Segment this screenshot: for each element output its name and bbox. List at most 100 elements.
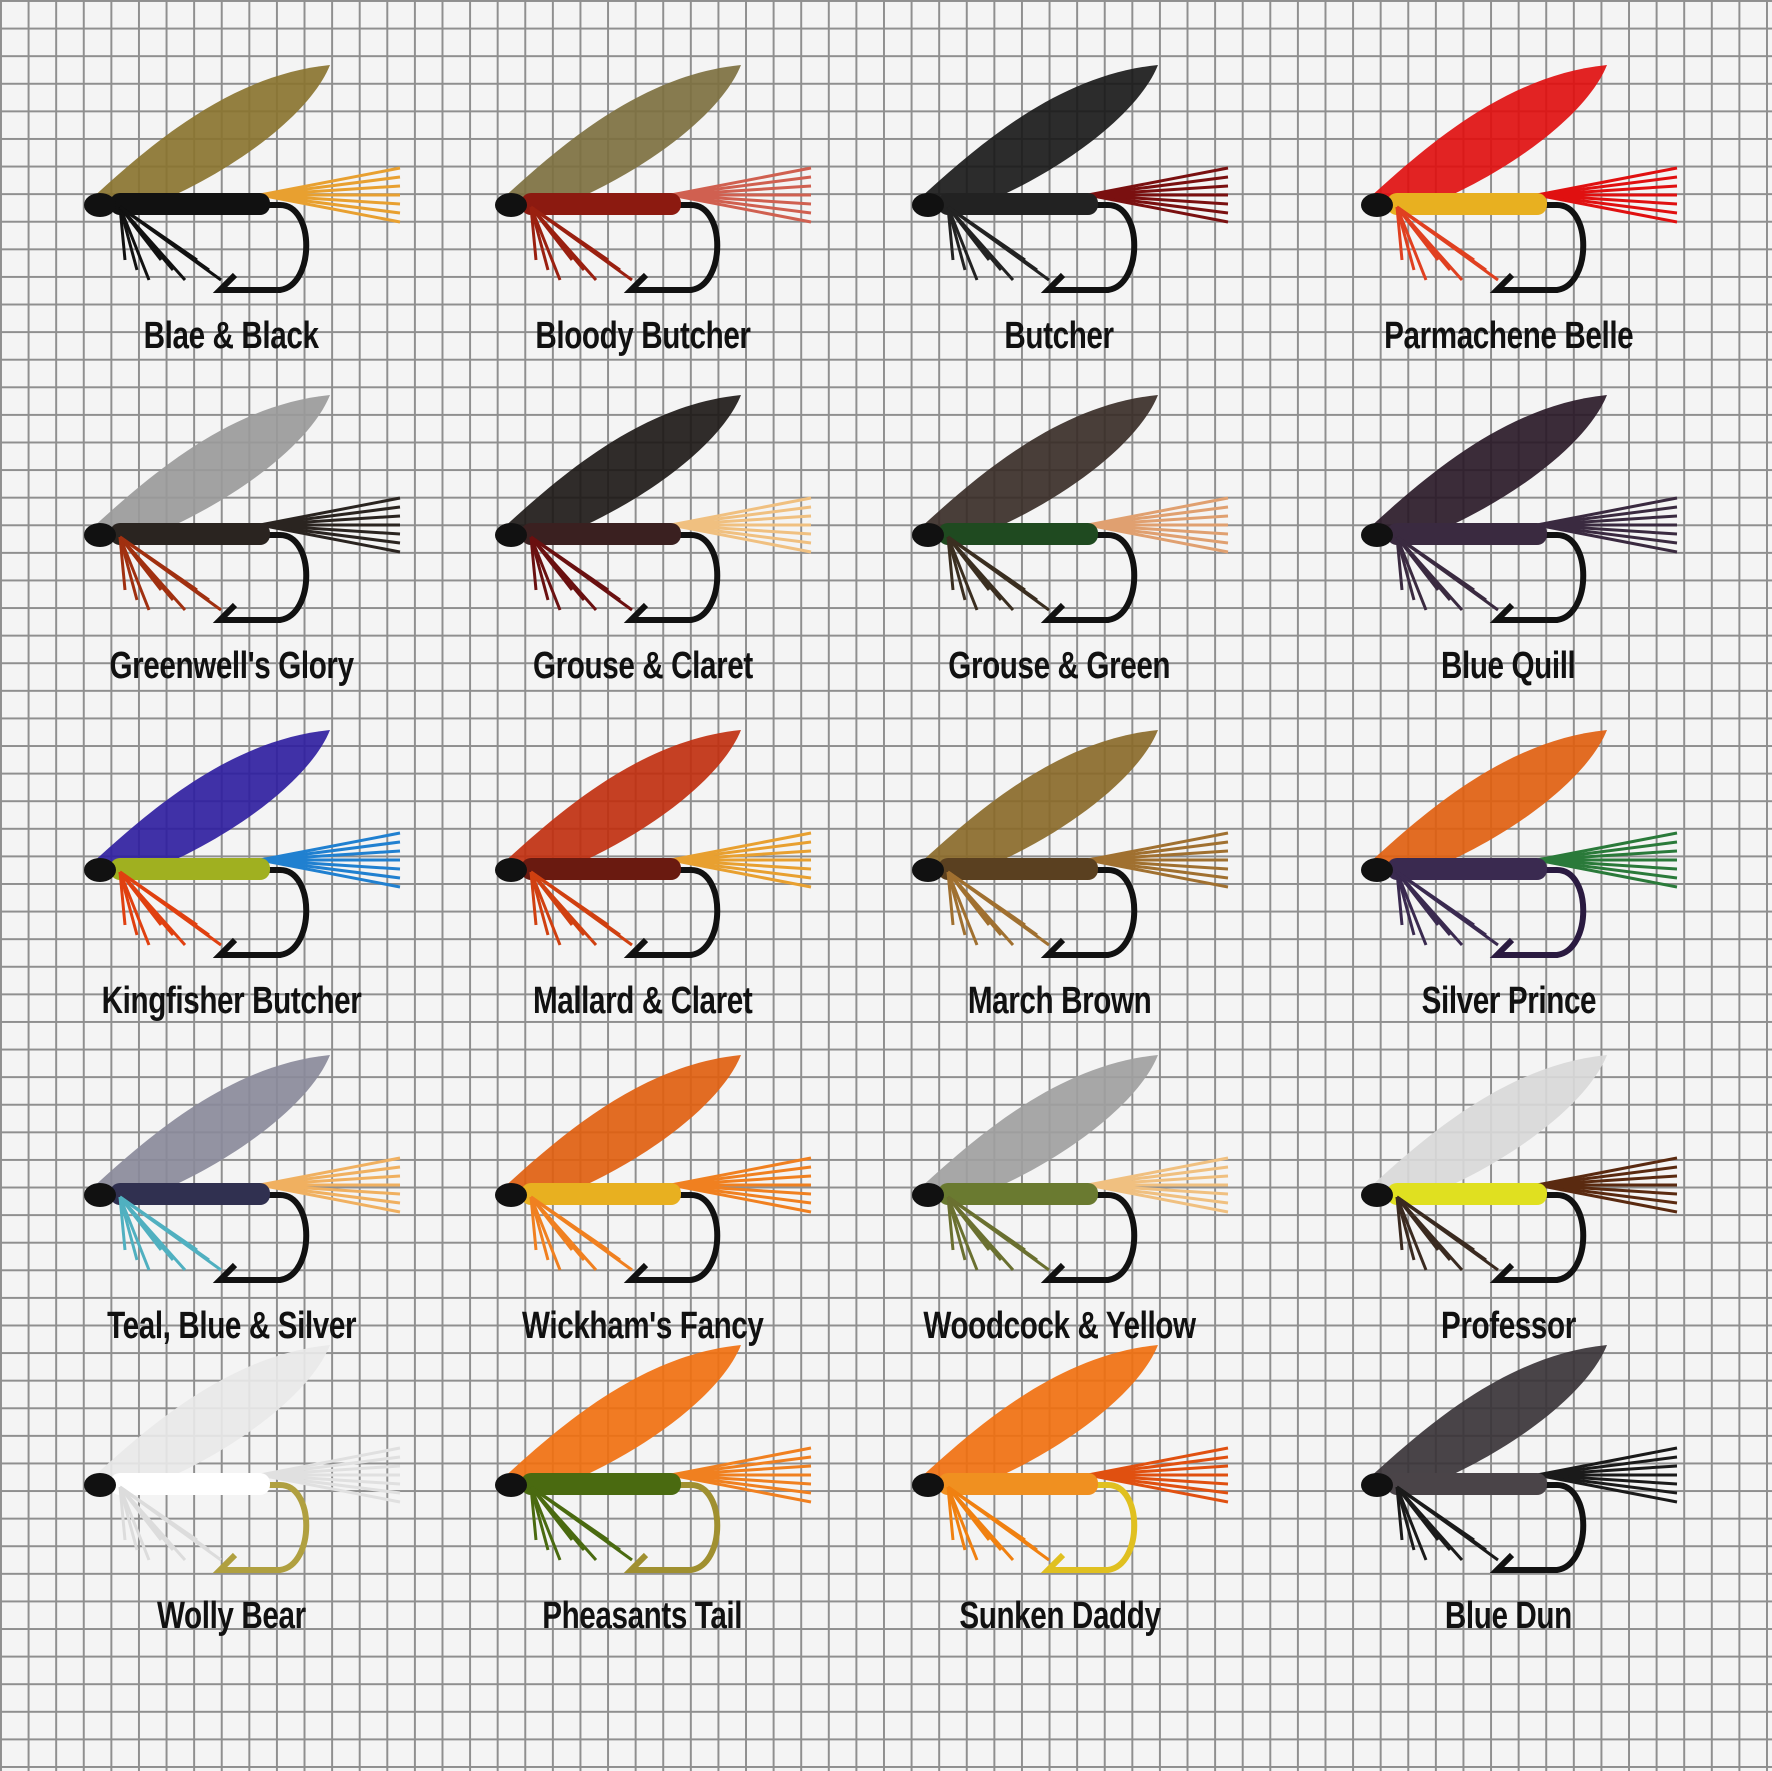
hook — [531, 1482, 721, 1573]
hook — [531, 532, 721, 623]
body — [938, 193, 1098, 215]
head — [84, 193, 116, 217]
hackle — [529, 205, 633, 282]
hackle — [1395, 1195, 1499, 1272]
hook — [531, 867, 721, 958]
fly-name-label: Wolly Bear — [10, 1595, 453, 1638]
hackle — [118, 870, 222, 947]
wing — [918, 1055, 1158, 1200]
fly-blue-dun: Blue Dun — [1287, 1305, 1730, 1637]
head — [495, 193, 527, 217]
tail — [1087, 166, 1229, 224]
fly-name: Bloody Butcher — [534, 315, 751, 357]
body — [110, 1473, 270, 1495]
fly-name-label: Kingfisher Butcher — [10, 980, 453, 1023]
fly-name-label: Silver Prince — [1287, 980, 1730, 1023]
head — [912, 1183, 944, 1207]
head — [495, 1473, 527, 1497]
tail — [1536, 1446, 1678, 1504]
fly-name: Blue Dun — [1445, 1595, 1572, 1637]
wing — [90, 395, 330, 540]
tail — [259, 166, 401, 224]
hook — [120, 867, 310, 958]
tail — [670, 831, 812, 889]
hackle — [529, 535, 633, 612]
fly-illustration — [495, 1055, 812, 1283]
body — [938, 1183, 1098, 1205]
wing — [90, 730, 330, 875]
wing — [501, 730, 741, 875]
head — [84, 858, 116, 882]
hook — [1397, 867, 1587, 958]
body — [1387, 193, 1547, 215]
wing — [501, 65, 741, 210]
fly-name-label: Wickham's Fancy — [421, 1305, 864, 1348]
hook — [120, 532, 310, 623]
fly-name-label: Mallard & Claret — [421, 980, 864, 1023]
wing — [90, 1345, 330, 1490]
body — [110, 523, 270, 545]
fly-name: Mallard & Claret — [532, 980, 753, 1022]
body — [110, 193, 270, 215]
hackle — [529, 1485, 633, 1562]
head — [495, 858, 527, 882]
head — [912, 858, 944, 882]
hackle — [1395, 535, 1499, 612]
wing — [501, 395, 741, 540]
fly-blae-black: Blae & Black — [10, 25, 453, 357]
fly-name: Blue Quill — [1441, 645, 1576, 687]
wing — [1367, 1055, 1607, 1200]
fly-woodcock-yellow: Woodcock & Yellow — [838, 1015, 1281, 1348]
hook — [1397, 1482, 1587, 1573]
wing — [1367, 730, 1607, 875]
wing — [501, 1055, 741, 1200]
fly-sunken-daddy: Sunken Daddy — [838, 1305, 1281, 1637]
tail — [1087, 1446, 1229, 1504]
body — [521, 858, 681, 880]
wing — [918, 1345, 1158, 1490]
hackle — [118, 1485, 222, 1562]
hook — [948, 867, 1138, 958]
hackle — [946, 535, 1050, 612]
body — [1387, 1473, 1547, 1495]
fly-illustration — [495, 1345, 812, 1573]
fly-name-label: Woodcock & Yellow — [838, 1305, 1281, 1348]
hackle — [1395, 205, 1499, 282]
fly-grouse-green: Grouse & Green — [838, 355, 1281, 687]
hackle — [1395, 870, 1499, 947]
head — [912, 523, 944, 547]
hackle — [118, 1195, 222, 1272]
head — [495, 1183, 527, 1207]
fly-pheasants-tail: Pheasants Tail — [421, 1305, 864, 1637]
fly-name: Kingfisher Butcher — [101, 980, 362, 1022]
hackle — [118, 535, 222, 612]
wing — [1367, 65, 1607, 210]
hook — [948, 532, 1138, 623]
wing — [90, 65, 330, 210]
hackle — [946, 1195, 1050, 1272]
hackle — [946, 205, 1050, 282]
fly-illustration — [912, 395, 1229, 623]
hook — [1397, 532, 1587, 623]
fly-illustration — [912, 65, 1229, 293]
fly-name-label: Bloody Butcher — [421, 315, 864, 358]
body — [1387, 858, 1547, 880]
fly-name-label: Greenwell's Glory — [10, 645, 453, 688]
fly-name: Wickham's Fancy — [521, 1305, 764, 1347]
hook — [120, 202, 310, 293]
wing — [918, 395, 1158, 540]
fly-butcher: Butcher — [838, 25, 1281, 358]
fly-illustration — [912, 1055, 1229, 1283]
fly-name: Parmachene Belle — [1383, 315, 1634, 357]
fly-name-label: Butcher — [838, 315, 1281, 358]
hackle — [946, 870, 1050, 947]
fly-teal-blue-silver: Teal, Blue & Silver — [10, 1015, 453, 1347]
hook — [120, 1482, 310, 1573]
fly-illustration — [1361, 395, 1678, 623]
head — [84, 523, 116, 547]
hook — [948, 1192, 1138, 1283]
body — [938, 858, 1098, 880]
fly-illustration — [84, 65, 401, 293]
head — [1361, 523, 1393, 547]
fly-illustration — [1361, 65, 1678, 293]
